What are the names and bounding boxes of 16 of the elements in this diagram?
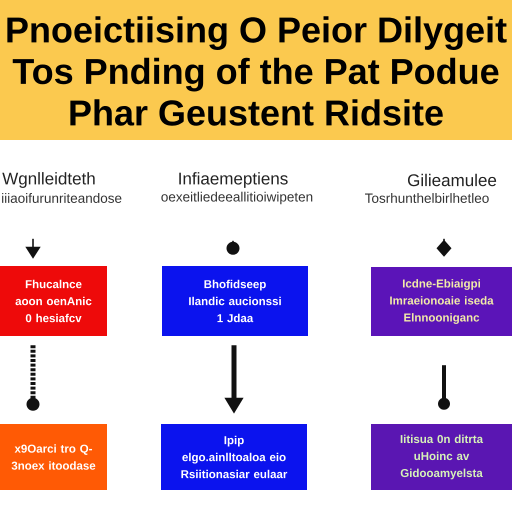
column-heading: Gilieamulee [408, 174, 496, 186]
dot-marker [226, 240, 240, 255]
column-heading: Wgnlleidteth [2, 172, 95, 188]
column-subtitle: Tosrhunthelbirlhetleo [365, 193, 489, 203]
process-box: Ipip elgo.ainlltoaloa eio Rsiitionasiar eulaar [161, 424, 307, 490]
column-heading: Infiaemeptiens [179, 172, 288, 188]
process-box: x9Oarci tro Q-3noex itoodase [0, 424, 107, 490]
process-box: Iitisua 0n ditrta uHoinc av Gidooamyelsta [371, 424, 512, 490]
column-subtitle: oexeitliedeeallitioiwipeten [161, 192, 312, 204]
process-box: Bhofidseep Ilandic aucionssi 1 Jdaa [162, 266, 308, 336]
connector [438, 365, 450, 410]
process-box: Fhucalnce aoon oenAnic 0 hesiafcv [0, 266, 107, 336]
process-box: Icdne-Ebiaigpi Imraeionoaie iseda Elnnooniganc [371, 267, 512, 336]
dashed-connector [26, 345, 40, 411]
title-banner: Pnoeictiising O Peior Dilygeit Tos Pnding of the Pat Podue Phar Geustent Ridsite [0, 0, 512, 140]
column-subtitle: iiiaoifurunriteandose [2, 193, 122, 203]
